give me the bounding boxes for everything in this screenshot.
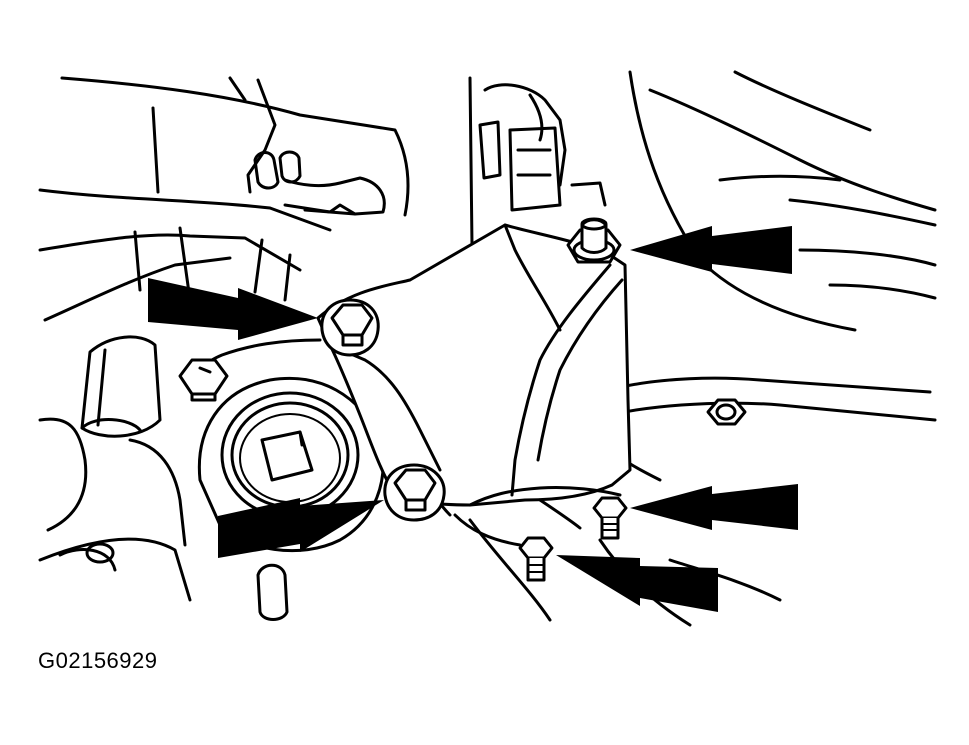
engine-outline [38, 70, 937, 627]
arrow-top-right [630, 226, 792, 274]
bolt-lower-center [383, 463, 446, 522]
arrow-bottom [556, 555, 718, 612]
bolt-upper-left [320, 298, 380, 357]
figure-code: G02156929 [38, 648, 158, 673]
arrow-upper-left [148, 278, 318, 340]
shaft-seal [197, 376, 385, 553]
bolt-top-right [566, 217, 622, 264]
bolt-bottom-small [518, 536, 554, 582]
bolt-far-left [178, 358, 229, 402]
arrow-lower-right [630, 484, 798, 530]
arrow-lower-center [218, 498, 384, 558]
bolt-lower-right-small [592, 496, 628, 540]
mounting-bracket [197, 223, 632, 547]
